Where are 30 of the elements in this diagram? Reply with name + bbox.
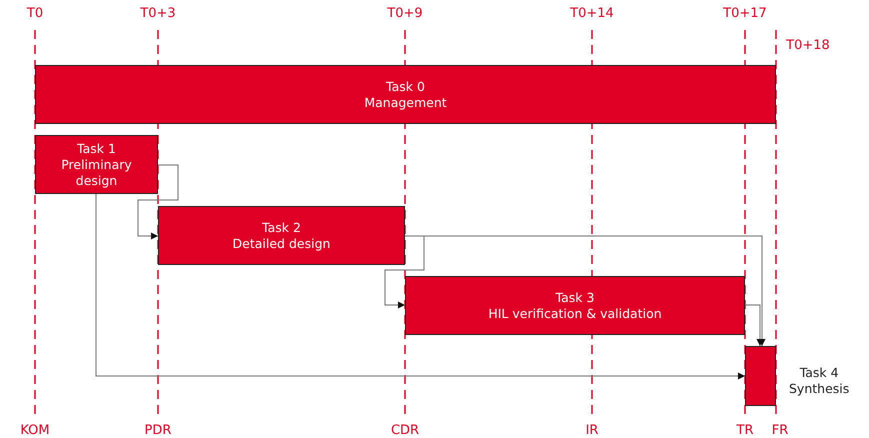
task-bar (35, 135, 158, 194)
time-label: T0+14 (570, 6, 614, 21)
task-name: HIL verification & validation (488, 306, 662, 322)
task-bar (35, 65, 776, 124)
task-number: Task 3 (556, 290, 594, 306)
task-number: Task 4 (800, 364, 839, 381)
milestone-label: TR (736, 423, 754, 438)
task-name: Detailed design (232, 236, 330, 252)
task-name: Synthesis (789, 380, 850, 397)
dependency-arrow (96, 194, 746, 380)
milestone-label: IR (586, 423, 598, 438)
task-number: Task 2 (262, 220, 301, 236)
dependency-arrow (384, 236, 424, 308)
task-bar (158, 206, 405, 265)
dependency-arrow (138, 164, 178, 240)
time-label: T0+18 (786, 38, 830, 53)
task-bar (405, 276, 745, 335)
milestone-label: FR (772, 423, 788, 438)
task-number: Task 1 (77, 140, 116, 156)
time-label: T0+9 (387, 6, 423, 21)
dependency-arrow (744, 304, 764, 346)
milestone-label: CDR (390, 423, 420, 438)
task-number: Task 0 (386, 78, 425, 94)
time-label: T0 (26, 6, 44, 21)
time-label: T0+17 (723, 6, 767, 21)
milestone-label: PDR (144, 423, 172, 438)
time-label: T0+3 (140, 6, 176, 21)
milestone-label: KOM (20, 423, 50, 438)
task-name: Management (364, 94, 447, 110)
task-name: Preliminary design (60, 156, 133, 188)
